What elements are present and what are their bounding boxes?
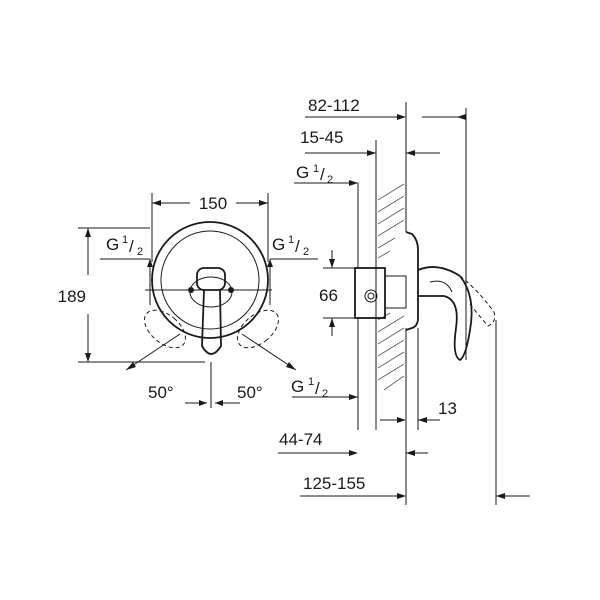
- cover-plate-inner-ring: [160, 230, 260, 330]
- valve-body-inner: [384, 275, 407, 309]
- angle-right-label: 50°: [237, 383, 263, 402]
- total-range-label: 125-155: [303, 474, 365, 493]
- valve-port-outer: [364, 289, 378, 303]
- height-dimension-label: 189: [58, 287, 86, 306]
- connection-bottom-num: 1: [308, 376, 314, 388]
- plate-label: 13: [438, 399, 457, 418]
- connection-bottom-slash: /: [315, 379, 320, 398]
- side-view: 82-112 15-45 G 1 / 2 66 G 1 / 2: [278, 96, 530, 505]
- connection-bottom-den: 2: [322, 388, 328, 400]
- connection-right-label: G: [272, 235, 285, 254]
- connection-left-label: G: [106, 235, 119, 254]
- connection-left-den: 2: [137, 246, 143, 258]
- connection-bottom-label: G: [291, 377, 304, 396]
- valve-port-inner: [367, 292, 375, 300]
- depth-bottom-label: 44-74: [279, 430, 322, 449]
- connection-left-num: 1: [122, 234, 128, 246]
- lever-side: [417, 266, 473, 362]
- lever-ghost-left: [144, 309, 186, 349]
- angle-left-label: 50°: [148, 383, 174, 402]
- cover-plate: [151, 221, 269, 339]
- lever-swing-dashed: [459, 275, 496, 327]
- width-dimension-label: 150: [199, 194, 227, 213]
- wall-hatching: [377, 183, 405, 391]
- depth-range-label: 15-45: [300, 128, 343, 147]
- connection-top-slash: /: [320, 165, 325, 184]
- connection-right-slash: /: [295, 237, 300, 256]
- connection-top-label: G: [296, 163, 309, 182]
- connection-right-num: 1: [288, 234, 294, 246]
- connection-top-den: 2: [327, 174, 333, 186]
- handle-hub-base: [189, 276, 233, 308]
- cover-plate-side: [405, 231, 419, 331]
- top-range-label: 82-112: [308, 96, 360, 115]
- connection-left-slash: /: [129, 237, 134, 256]
- front-view: 150 189 G 1 / 2 G 1 / 2 50°: [58, 193, 318, 408]
- connection-top-num: 1: [313, 163, 319, 175]
- connection-right-den: 2: [303, 246, 309, 258]
- body-height-label: 66: [319, 286, 338, 305]
- lever-front: [201, 289, 222, 355]
- lever-ghost-right: [237, 309, 279, 349]
